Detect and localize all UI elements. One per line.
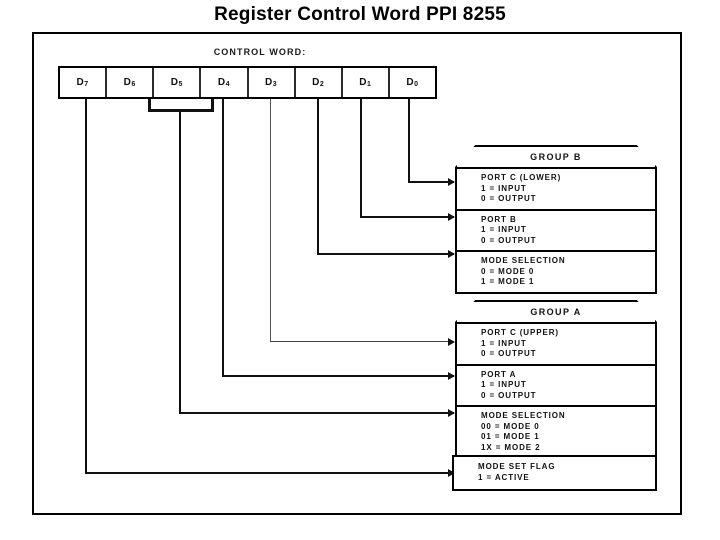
group-b-header: GROUP B: [455, 145, 657, 167]
arrowhead-d2: [448, 250, 455, 258]
bit-label: D: [264, 77, 273, 88]
arrowhead-d0: [448, 178, 455, 186]
page-title: Register Control Word PPI 8255: [214, 4, 506, 25]
group-a-panel: GROUP A PORT C (UPPER) 1 = INPUT 0 = OUT…: [455, 300, 657, 459]
bit-index: 2: [319, 81, 325, 88]
bit-index: 1: [366, 81, 372, 88]
group-b-body: PORT C (LOWER) 1 = INPUT 0 = OUTPUT PORT…: [455, 167, 657, 294]
arrowhead-d3: [448, 338, 455, 346]
arrowhead-d4: [448, 372, 455, 380]
section-title: MODE SELECTION: [481, 411, 566, 420]
group-b-section-mode-selection[interactable]: MODE SELECTION 0 = MODE 0 1 = MODE 1: [457, 252, 655, 292]
bit-label: D: [312, 77, 320, 88]
section-line: 1 = INPUT: [481, 380, 527, 389]
section-line: 1 = INPUT: [481, 338, 527, 348]
bit-label: D: [76, 77, 85, 88]
section-line: 00 = MODE 0: [481, 421, 540, 431]
section-line: 1X = MODE 2: [481, 442, 541, 452]
arrowhead-d1: [448, 213, 455, 221]
section-title: PORT B: [481, 214, 517, 224]
section-line: 0 = OUTPUT: [481, 349, 537, 358]
bit-label: D: [217, 77, 226, 88]
group-a-section-port-a[interactable]: PORT A 1 = INPUT 0 = OUTPUT: [457, 366, 655, 407]
section-line: 0 = OUTPUT: [481, 194, 537, 203]
group-b-section-port-c-lower[interactable]: PORT C (LOWER) 1 = INPUT 0 = OUTPUT: [457, 169, 655, 211]
wire-d2-horizontal: [317, 253, 454, 255]
wire-d4-vertical: [222, 99, 224, 377]
wire-d7-vertical: [85, 99, 87, 474]
wire-d3-horizontal: [270, 341, 454, 342]
bit-index: 7: [84, 81, 89, 88]
wire-d2-vertical: [317, 99, 319, 255]
arrowhead-d6-d5: [448, 409, 455, 417]
group-a-body: PORT C (UPPER) 1 = INPUT 0 = OUTPUT PORT…: [455, 322, 657, 459]
bit-label: D: [123, 77, 132, 88]
group-b-panel: GROUP B PORT C (LOWER) 1 = INPUT 0 = OUT…: [455, 145, 657, 294]
wire-d4-horizontal: [222, 375, 454, 377]
group-a-header: GROUP A: [455, 300, 657, 322]
bit-index: 0: [414, 81, 419, 88]
group-a-section-mode-selection[interactable]: MODE SELECTION 00 = MODE 0 01 = MODE 1 1…: [457, 407, 655, 457]
wire-d6-d5-vertical: [179, 111, 181, 414]
section-line: 0 = MODE 0: [481, 266, 535, 276]
wire-d0-vertical: [408, 99, 410, 183]
bit-label: D: [170, 77, 179, 88]
section-line: 1 = INPUT: [481, 225, 527, 234]
mode-set-flag-box[interactable]: MODE SET FLAG 1 = ACTIVE: [452, 455, 657, 491]
section-title: PORT A: [481, 369, 517, 379]
bit-index: 4: [225, 81, 230, 88]
wire-d1-vertical: [360, 99, 362, 218]
bit-index: 6: [131, 81, 136, 88]
control-word-caption: CONTROL WORD:: [213, 47, 307, 57]
bit-index: 3: [272, 81, 278, 88]
bit-index: 5: [178, 81, 183, 88]
bit-merge-bracket-d6-d5: [148, 99, 214, 112]
group-b-section-port-b[interactable]: PORT B 1 = INPUT 0 = OUTPUT: [457, 211, 655, 252]
group-a-section-port-c-upper[interactable]: PORT C (UPPER) 1 = INPUT 0 = OUTPUT: [457, 324, 655, 366]
arrowhead-d7: [448, 469, 455, 477]
wire-d3-vertical: [270, 99, 271, 342]
section-line: 1 = INPUT: [481, 183, 527, 193]
section-line: 1 = MODE 1: [481, 277, 535, 286]
section-title: PORT C (LOWER): [481, 173, 562, 182]
section-line: 0 = OUTPUT: [481, 390, 537, 400]
section-title: PORT C (UPPER): [481, 328, 559, 337]
wire-d7-horizontal: [85, 472, 454, 474]
section-line: 0 = OUTPUT: [481, 235, 537, 245]
section-line: 01 = MODE 1: [481, 432, 540, 441]
mode-set-flag-line: 1 = ACTIVE: [478, 472, 530, 482]
bit-label: D: [406, 77, 415, 88]
wire-d6-d5-horizontal: [179, 412, 454, 414]
bit-label: D: [359, 77, 367, 88]
wire-d1-horizontal: [360, 216, 454, 218]
wire-d0-horizontal: [408, 181, 454, 183]
mode-set-flag-title: MODE SET FLAG: [478, 462, 556, 471]
section-title: MODE SELECTION: [481, 256, 566, 265]
